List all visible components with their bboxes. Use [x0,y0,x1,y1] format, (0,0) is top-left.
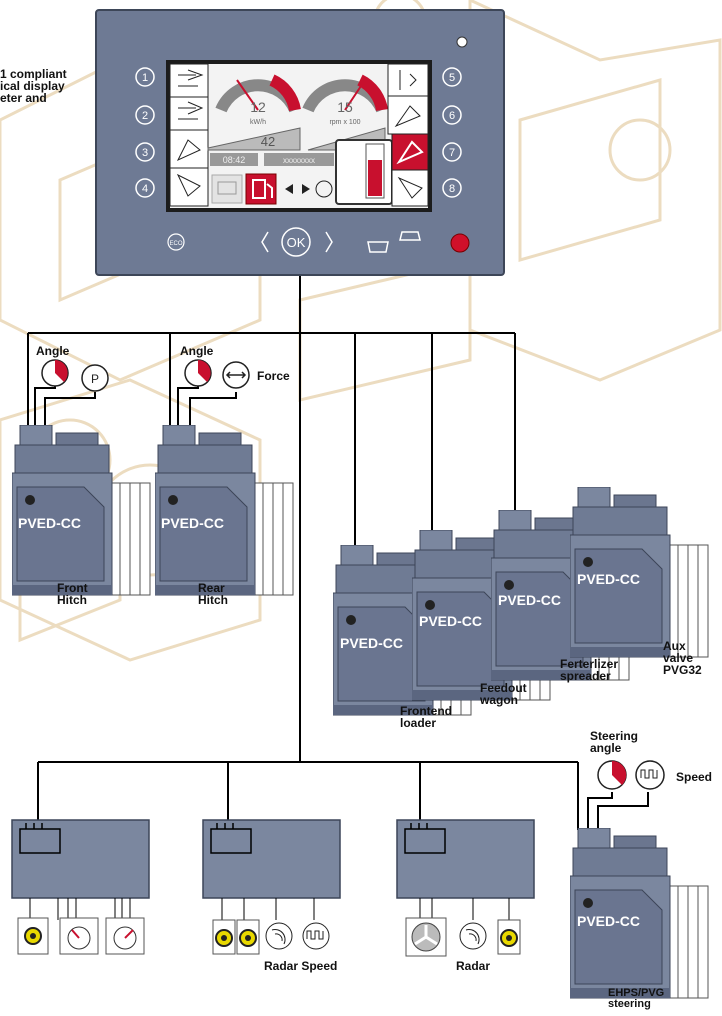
connection-lines [27,275,649,830]
arm-up-icon[interactable] [391,133,429,171]
radar-sensor-icon [459,922,487,950]
status-led [456,36,468,48]
pto-icon[interactable] [387,63,429,97]
front-angle-label: Angle [36,344,70,358]
trailer-icon[interactable] [211,174,243,204]
module-name-aux-valve: Aux valve PVG32 [663,639,702,677]
pved-label-frontend-loader: PVED-CC [340,635,404,651]
radar-label: Radar [456,959,491,973]
softkey-4[interactable] [135,178,155,198]
softkey-3[interactable] [135,142,155,162]
controller-right [396,819,535,957]
module-name-fertilizer-spreader: Ferterlizer spreader [560,657,619,683]
clock-time: 08:42 [223,155,246,165]
pved-label-fertilizer-spreader: PVED-CC [498,592,562,608]
steering-sensors [597,760,665,790]
rear-angle-label: Angle [180,344,214,358]
level-bar [207,127,301,151]
left-arrow-icon[interactable] [261,231,269,253]
text-field [264,153,334,166]
stop-button[interactable] [450,233,470,253]
pved-label-feedout-wagon: PVED-CC [419,613,483,629]
clock-field [210,153,258,166]
front-sensors: P [41,359,109,392]
steering-angle-label: Steering angle [590,729,639,755]
display-description: 1 compliant ical display eter and [0,67,67,105]
speed-label: Speed [676,770,713,784]
svg-text:5: 5 [449,72,455,84]
svg-text:P: P [91,372,99,386]
speed-sensor-icon [635,760,665,790]
softkey-1[interactable] [135,67,155,87]
text-field-value: xxxxxxxx [283,156,315,165]
rpm-gauge-value: 15 [337,99,353,115]
power-gauge-value: 12 [250,99,266,115]
svg-text:3: 3 [142,147,148,159]
rear-sensors [184,359,250,389]
controller-left [11,819,150,955]
svg-text:4: 4 [142,183,148,195]
svg-text:OK: OK [287,235,306,250]
pved-module-rear-hitch [155,425,294,596]
right-arrow-icon[interactable] [325,231,333,253]
ok-button[interactable] [281,227,311,257]
force-label: Force [257,369,290,383]
module-name-feedout-wagon: Feedout wagon [480,681,527,707]
controller-middle [202,819,341,955]
loader-up-icon[interactable] [169,129,209,169]
svg-text:6: 6 [449,110,455,122]
hitch-up-icon[interactable] [169,63,209,98]
controller-box [202,819,341,899]
controller-box [11,819,150,899]
loader-down-icon[interactable] [169,167,209,207]
connector-icon [210,828,252,854]
svg-text:7: 7 [449,147,455,159]
dial-icon [315,180,333,198]
tool-icon[interactable] [387,95,429,135]
connector-icon [19,828,61,854]
direction-icon [285,184,310,194]
eco-button[interactable] [167,233,185,251]
svg-text:2: 2 [142,110,148,122]
svg-text:1: 1 [142,72,148,84]
level-bar-value: 42 [261,134,275,149]
svg-text:ECO: ECO [169,241,182,247]
pved-label-rear-hitch: PVED-CC [161,515,225,531]
module-name-rear-hitch: Rear Hitch [198,581,228,607]
pved-label-steering: PVED-CC [577,913,641,929]
softkey-6[interactable] [442,105,462,125]
softkey-8[interactable] [442,178,462,198]
softkey-7[interactable] [442,142,462,162]
softkey-2[interactable] [135,105,155,125]
svg-text:8: 8 [449,183,455,195]
module-name-front-hitch: Front Hitch [57,581,88,607]
left-softkeys: 1 2 3 4 [135,67,155,198]
rpm-gauge-unit: rpm x 100 [329,119,360,126]
module-name-frontend-loader: Frontend loader [400,704,452,730]
pved-label-aux-valve: PVED-CC [577,571,641,587]
steering-module-label: EHPS/PVG steering [608,987,665,1010]
speed-sensor-icon [302,922,330,950]
pved-label-front-hitch: PVED-CC [18,515,82,531]
radar-sensor-icon [265,922,293,950]
controller-box [396,819,535,899]
softkey-5[interactable] [442,67,462,87]
power-gauge-unit: kW/h [250,119,266,126]
radar-speed-label: Radar Speed [264,959,338,973]
right-softkeys: 5 6 7 8 [442,67,462,198]
up-button[interactable] [399,231,421,241]
down-button[interactable] [367,241,389,253]
pved-module-front-hitch [12,425,151,596]
pressure-sensor-icon [81,364,109,392]
display-unit: 12 kW/h 15 rpm x 100 42 08:42 xxxxxxxx [95,9,505,276]
level-popup-fill [368,160,382,196]
connector-icon [404,828,446,854]
